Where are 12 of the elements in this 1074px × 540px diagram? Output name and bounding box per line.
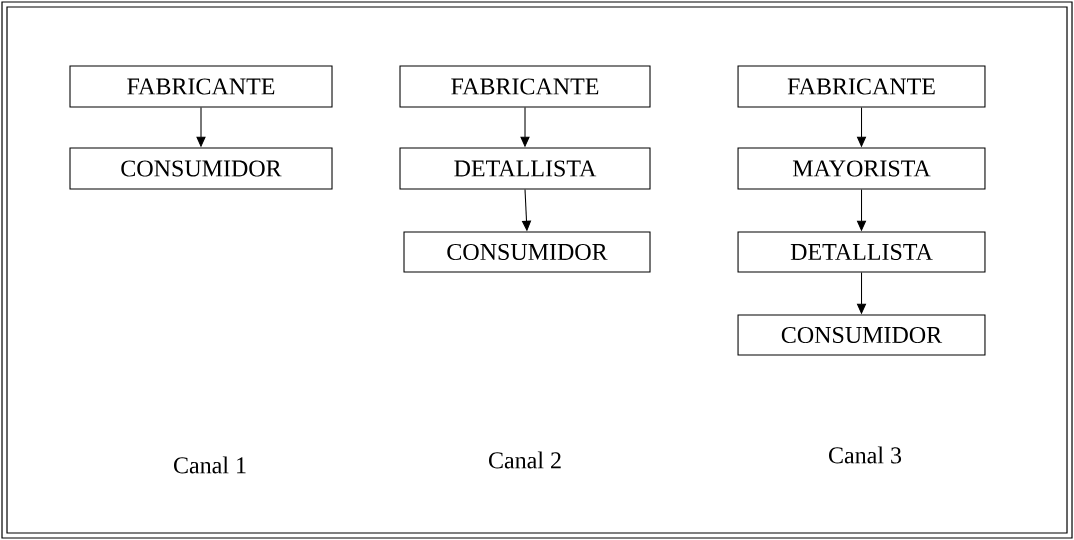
process-box: DETALLISTA [737, 231, 986, 273]
process-box: CONSUMIDOR [737, 314, 986, 356]
process-box: CONSUMIDOR [69, 147, 333, 190]
process-box: DETALLISTA [399, 147, 651, 190]
channel-label: Canal 2 [489, 451, 561, 469]
process-box: FABRICANTE [69, 65, 333, 108]
process-box: MAYORISTA [737, 147, 986, 190]
process-box: FABRICANTE [737, 65, 986, 108]
channel-label: Canal 3 [829, 446, 902, 464]
process-box: CONSUMIDOR [403, 231, 651, 273]
channel-label: Canal 1 [174, 456, 246, 474]
process-box: FABRICANTE [399, 65, 651, 108]
